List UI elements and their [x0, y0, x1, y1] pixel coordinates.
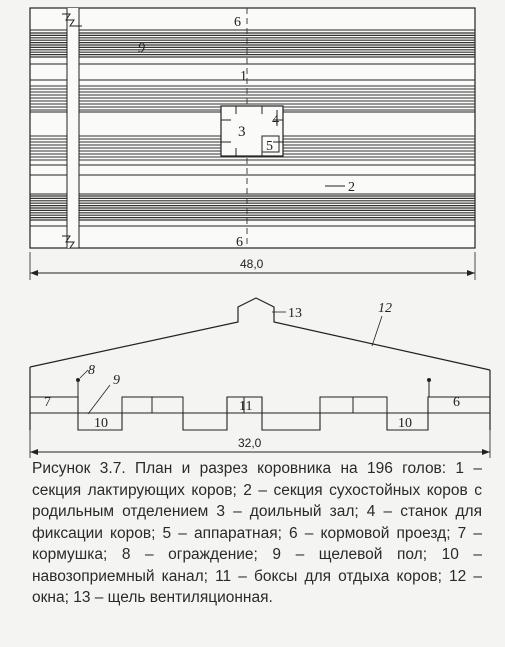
leader-8: [79, 369, 89, 379]
section-dimension-text: 32,0: [238, 436, 262, 450]
plan-label-5: 5: [266, 139, 273, 154]
section-label-10-right: 10: [398, 416, 412, 431]
barn-figure: 6 9 1 3 4 5 2 6 48,0: [29, 7, 491, 458]
plan-label-6-bottom: 6: [236, 235, 243, 250]
leader-12: [371, 315, 383, 347]
parlour-partitions: [221, 106, 283, 156]
section-label-12: 12: [378, 301, 392, 316]
break-mark-top: [62, 13, 82, 27]
fence-right-post: [427, 378, 431, 382]
leader-9: [87, 384, 111, 415]
section-label-10-left: 10: [94, 416, 108, 431]
plan-label-3: 3: [238, 124, 246, 140]
plan-dimension-text: 48,0: [240, 257, 264, 271]
control-room: [261, 135, 280, 153]
break-column: [67, 8, 79, 248]
section-label-9: 9: [113, 373, 120, 388]
plan-label-4: 4: [272, 113, 279, 128]
plan-view: 6 9 1 3 4 5 2 6 48,0: [29, 7, 476, 280]
plan-label-9: 9: [138, 41, 145, 56]
section-label-6: 6: [453, 395, 460, 410]
section-label-7: 7: [44, 395, 51, 410]
fence-left-post: [76, 378, 80, 382]
milking-parlour: [220, 105, 284, 157]
plan-label-1: 1: [240, 69, 247, 84]
section-label-13: 13: [288, 306, 302, 321]
section-label-11: 11: [239, 399, 252, 414]
section-view: 7 8 9 10 11 10 6 12 13 32,0: [29, 297, 491, 458]
break-mark-bottom: [62, 235, 82, 249]
plan-label-6-top: 6: [234, 15, 241, 30]
plan-label-2: 2: [348, 180, 355, 195]
roof-outline: [29, 297, 491, 371]
feeder-left: [30, 396, 123, 431]
feeder-right: [386, 396, 490, 431]
section-label-8: 8: [88, 363, 95, 378]
figure-caption: Рисунок 3.7. План и разрез коровника на …: [32, 460, 482, 606]
